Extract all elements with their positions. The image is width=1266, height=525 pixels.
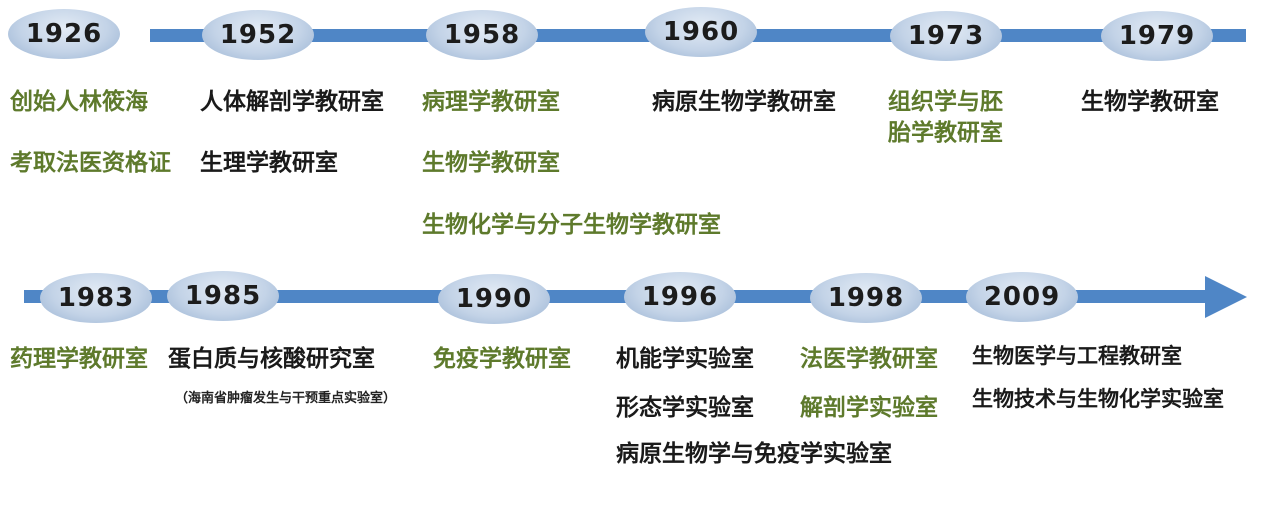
event-label: 生物学教研室 [422,150,560,176]
timeline-arrow-icon [1205,276,1247,318]
event-label: 生物化学与分子生物学教研室 [422,212,721,238]
year-marker: 1952 [202,10,314,60]
event-label: 生物学教研室 [1081,89,1219,115]
year-marker: 1996 [624,272,736,322]
event-label: 生物医学与工程教研室 [972,344,1182,368]
year-marker: 1973 [890,11,1002,61]
event-label: 病理学教研室 [422,89,560,115]
year-marker: 1985 [167,271,279,321]
year-marker: 2009 [966,272,1078,322]
year-marker: 1958 [426,10,538,60]
event-label: 形态学实验室 [616,395,754,421]
event-label: 药理学教研室 [10,346,148,372]
event-label: 人体解剖学教研室 [200,89,384,115]
year-marker: 1998 [810,273,922,323]
event-label: 病原生物学教研室 [652,89,836,115]
year-marker: 1960 [645,7,757,57]
event-label: 法医学教研室 [800,346,938,372]
year-marker: 1979 [1101,11,1213,61]
event-label: 蛋白质与核酸研究室 [168,346,375,372]
event-note: （海南省肿瘤发生与干预重点实验室） [175,391,397,406]
year-marker: 1990 [438,274,550,324]
event-label: 病原生物学与免疫学实验室 [616,441,892,467]
event-label: 生理学教研室 [200,150,338,176]
event-label: 解剖学实验室 [800,395,938,421]
year-marker: 1983 [40,273,152,323]
event-label: 胎学教研室 [888,120,1003,146]
event-label: 创始人林筱海 [10,89,148,115]
event-label: 生物技术与生物化学实验室 [972,387,1224,411]
year-marker: 1926 [8,9,120,59]
event-label: 免疫学教研室 [433,346,571,372]
event-label: 组织学与胚 [888,89,1003,115]
event-label: 考取法医资格证 [10,150,171,176]
event-label: 机能学实验室 [616,346,754,372]
